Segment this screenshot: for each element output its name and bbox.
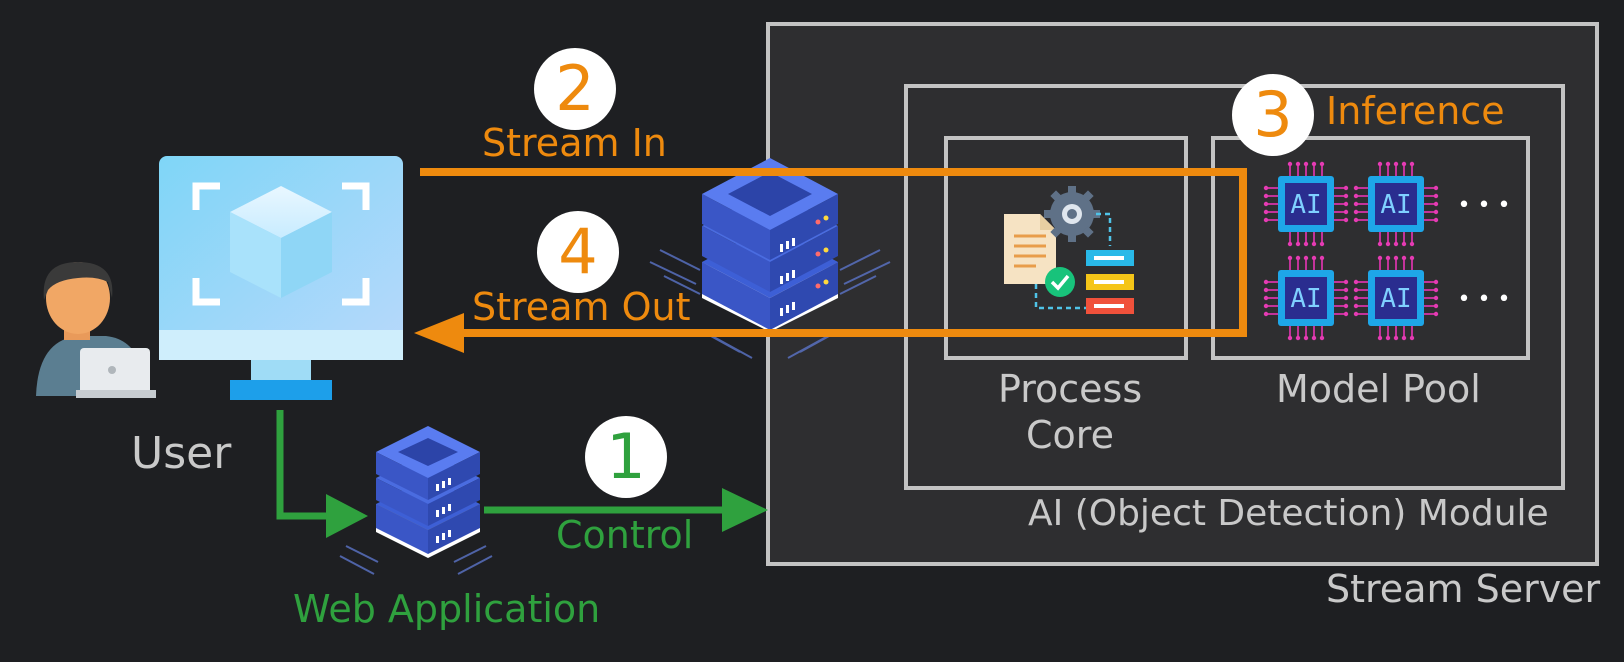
step-2-number: 2 xyxy=(555,52,595,125)
ai-module-label: AI (Object Detection) Module xyxy=(1028,493,1549,534)
step-1-number: 1 xyxy=(606,420,646,493)
step-2-badge: 2 xyxy=(534,48,616,130)
process-core-label-line1: Process xyxy=(998,367,1143,411)
user-icon xyxy=(36,262,156,398)
step-3-badge: 3 xyxy=(1232,74,1314,156)
ai-chip-label: AI xyxy=(1380,284,1411,314)
step-1-badge: 1 xyxy=(585,416,667,498)
web-application-server-icon xyxy=(339,426,493,575)
monitor-icon xyxy=(159,156,403,400)
ai-chip-icon: AI xyxy=(1263,161,1349,247)
process-core-label-line2: Core xyxy=(1026,413,1114,457)
stream-server-label: Stream Server xyxy=(1326,567,1601,611)
model-pool-chips: AI AI AI AI • • • • • • xyxy=(1263,161,1511,341)
inference-label: Inference xyxy=(1326,89,1505,133)
ellipsis-more: • • • xyxy=(1458,287,1511,312)
stream-arrow xyxy=(414,168,1247,353)
ai-chip-label: AI xyxy=(1290,284,1321,314)
stream-server-icon xyxy=(649,158,891,359)
ai-chip-icon: AI xyxy=(1263,255,1349,341)
ai-chip-icon: AI xyxy=(1353,161,1439,247)
control-arrow xyxy=(276,410,768,538)
stream-out-label: Stream Out xyxy=(472,285,691,329)
web-application-label: Web Application xyxy=(293,587,601,631)
control-label: Control xyxy=(556,513,694,557)
ellipsis-more: • • • xyxy=(1458,193,1511,218)
step-4-badge: 4 xyxy=(537,211,619,293)
step-4-number: 4 xyxy=(558,215,598,288)
step-3-number: 3 xyxy=(1253,78,1293,151)
user-label: User xyxy=(131,428,232,479)
ai-chip-label: AI xyxy=(1290,190,1321,220)
process-core-icon xyxy=(1004,186,1134,314)
stream-in-label: Stream In xyxy=(482,121,667,165)
gear-icon xyxy=(1044,186,1100,242)
ai-chip-label: AI xyxy=(1380,190,1411,220)
ai-chip-icon: AI xyxy=(1353,255,1439,341)
model-pool-label: Model Pool xyxy=(1276,367,1481,411)
